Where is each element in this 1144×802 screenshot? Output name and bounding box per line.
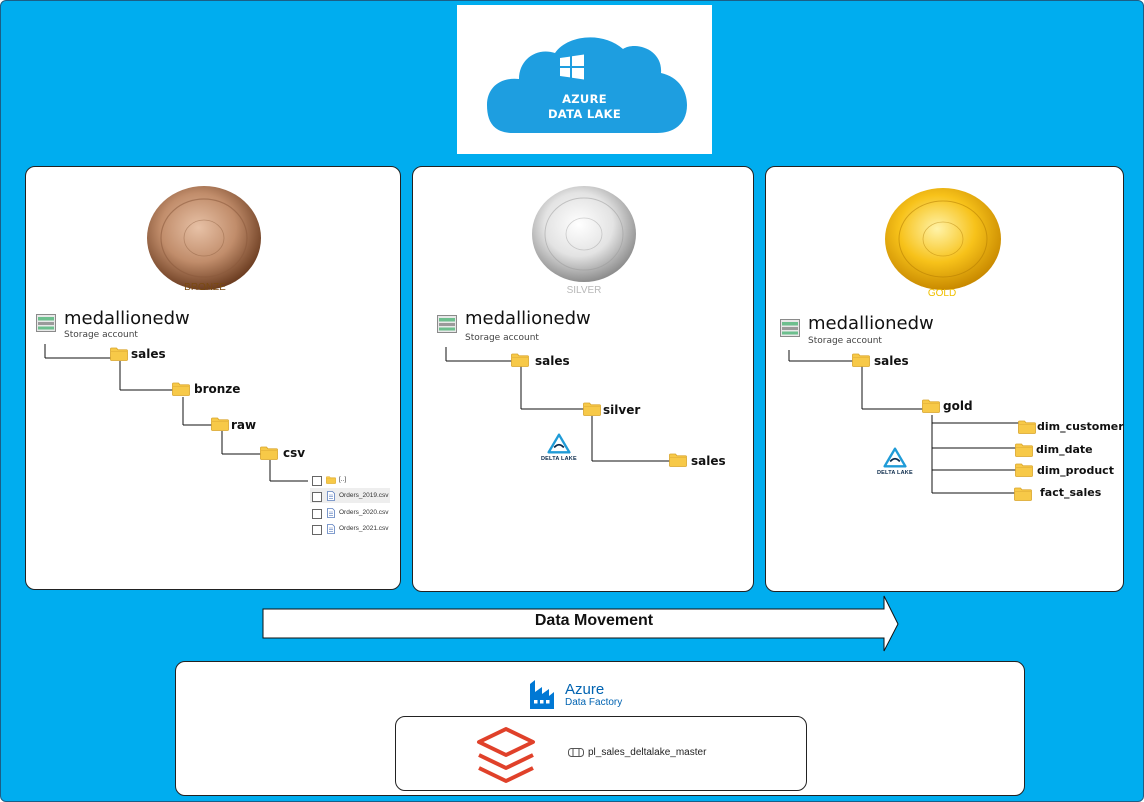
folder-silver: silver — [603, 403, 641, 417]
databricks-icon — [477, 727, 535, 783]
table-folder: dim_date — [1036, 443, 1093, 456]
folder-icon — [511, 353, 529, 367]
bronze-medal-icon — [147, 186, 261, 290]
folder-icon — [1018, 420, 1036, 434]
folder-sales: sales — [535, 354, 570, 368]
tier-label-gold: GOLD — [927, 288, 957, 299]
data-movement-label: Data Movement — [534, 612, 654, 629]
folder-bronze: bronze — [194, 382, 241, 396]
cloud-title-line2: DATA LAKE — [547, 107, 622, 121]
folder-icon — [1014, 487, 1032, 501]
folder-icon — [669, 453, 687, 467]
bronze-tree-lines — [44, 344, 308, 482]
storage-account-name: medallionedw — [808, 313, 934, 334]
parent-folder-entry[interactable]: [..] — [339, 476, 347, 483]
delta-lake-label: DELTA LAKE — [541, 456, 577, 462]
storage-account-type: Storage account — [808, 336, 882, 346]
delta-lake-label: DELTA LAKE — [877, 470, 913, 476]
folder-icon — [583, 402, 601, 416]
folder-icon — [326, 476, 336, 484]
data-factory-title: Azure — [565, 681, 605, 698]
folder-icon — [922, 399, 940, 413]
bronze-panel: BRONZE medallionedw Storage account sale… — [25, 166, 401, 590]
data-factory-icon — [530, 680, 554, 709]
data-factory-subtitle: Data Factory — [565, 697, 623, 708]
file-name[interactable]: Orders_2020.csv — [339, 509, 389, 516]
windows-logo-icon — [560, 54, 584, 80]
table-folder: fact_sales — [1040, 486, 1102, 499]
table-folder: dim_product — [1037, 464, 1114, 477]
csv-file-icon — [327, 508, 335, 518]
cloud-icon — [487, 37, 687, 133]
silver-medal-icon — [532, 186, 636, 282]
storage-account-name: medallionedw — [64, 308, 190, 329]
folder-icon — [260, 446, 278, 460]
delta-lake-icon — [883, 447, 907, 468]
folder-icon — [1015, 463, 1033, 477]
row-checkbox[interactable] — [312, 525, 322, 535]
folder-icon — [110, 347, 128, 361]
folder-sales: sales — [131, 347, 166, 361]
csv-file-icon — [327, 491, 335, 501]
csv-file-icon — [327, 524, 335, 534]
table-folder: dim_customer — [1037, 420, 1124, 433]
folder-sales-child: sales — [691, 454, 726, 468]
gold-tree-lines — [788, 350, 1019, 494]
gold-medal-icon — [885, 188, 1001, 290]
folder-icon — [852, 353, 870, 367]
data-movement-arrow — [262, 595, 899, 652]
folder-icon — [1015, 443, 1033, 457]
row-checkbox[interactable] — [312, 509, 322, 519]
pipeline-name[interactable]: pl_sales_deltalake_master — [588, 747, 707, 758]
folder-icon — [211, 417, 229, 431]
file-name[interactable]: Orders_2021.csv — [339, 525, 389, 532]
row-checkbox[interactable] — [312, 476, 322, 486]
tier-label-silver: SILVER — [566, 285, 602, 296]
folder-raw: raw — [231, 418, 257, 432]
azure-data-lake-card: AZURE DATA LAKE — [457, 5, 712, 154]
folder-icon — [172, 382, 190, 396]
delta-lake-icon — [547, 433, 571, 454]
file-name[interactable]: Orders_2019.csv — [339, 492, 389, 499]
storage-account-type: Storage account — [64, 330, 138, 340]
data-factory-panel: Azure Data Factory pl_sales_deltalake_ma… — [175, 661, 1025, 796]
cloud-title-line1: AZURE — [562, 92, 607, 106]
gold-panel: GOLD medallionedw Storage account sales … — [765, 166, 1124, 592]
tier-label-bronze: BRONZE — [184, 282, 226, 293]
storage-account-name: medallionedw — [465, 308, 591, 329]
storage-account-type: Storage account — [465, 333, 539, 343]
pipeline-card[interactable]: pl_sales_deltalake_master — [395, 716, 807, 791]
pipeline-icon — [568, 748, 584, 757]
silver-panel: SILVER medallionedw Storage account sale… — [412, 166, 754, 592]
folder-csv: csv — [283, 446, 306, 460]
row-checkbox[interactable] — [312, 492, 322, 502]
folder-gold: gold — [943, 399, 973, 413]
folder-sales: sales — [874, 354, 909, 368]
silver-tree-lines — [445, 347, 670, 462]
